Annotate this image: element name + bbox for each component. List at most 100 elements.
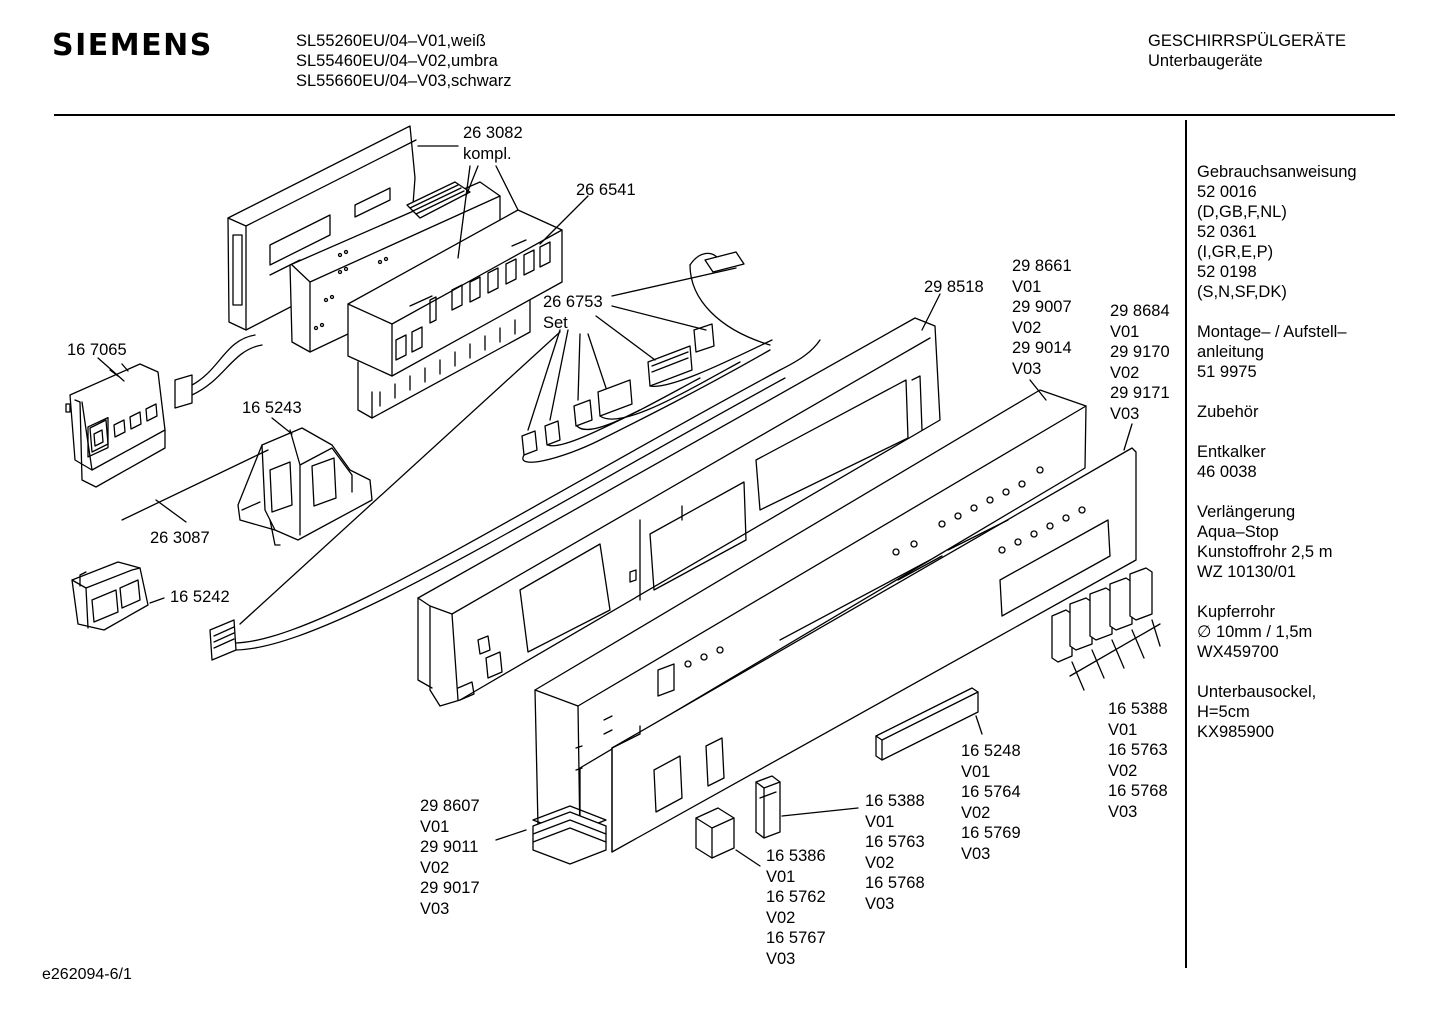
part-number: 26 6753 [543, 293, 603, 311]
part-number: 29 8607 [420, 797, 480, 815]
relay-module [238, 428, 372, 545]
part-number: 16 5248 [961, 742, 1021, 760]
variant-code: V01 [961, 762, 991, 781]
part-number: 16 5388 [865, 792, 925, 810]
variant-code: V03 [766, 949, 796, 968]
label-16-5243: 16 5243 [242, 398, 302, 419]
wire-26-3087 [122, 450, 268, 520]
part-number: 16 5768 [1108, 782, 1168, 800]
variant-code: V01 [420, 817, 450, 836]
part-note: Set [543, 313, 568, 332]
label-29-8684: 29 8684 V01 29 9170 V02 29 9171 V03 [1110, 301, 1170, 424]
part-number: 16 5243 [242, 399, 302, 417]
part-number: 29 8684 [1110, 302, 1170, 320]
start-button [756, 776, 780, 838]
header-divider [54, 114, 1395, 116]
sidebar-line: WX459700 [1197, 643, 1279, 661]
label-26-6541: 26 6541 [576, 180, 636, 201]
part-number: 29 9170 [1110, 343, 1170, 361]
model-list: SL55260EU/04–V01,weiß SL55460EU/04–V02,u… [296, 31, 512, 91]
sidebar-group: Montage– / Aufstell– anleitung 51 9975 [1197, 322, 1357, 382]
part-number: 16 5242 [170, 588, 230, 606]
label-16-7065: 16 7065 [67, 340, 127, 361]
sidebar-line: Aqua–Stop [1197, 523, 1279, 541]
part-number: 16 5763 [1108, 741, 1168, 759]
variant-code: V01 [865, 812, 895, 831]
sidebar-line: KX985900 [1197, 723, 1275, 741]
part-number: 29 8661 [1012, 257, 1072, 275]
leader-line [922, 294, 940, 330]
display-window-strip [876, 688, 978, 760]
variant-code: V03 [420, 899, 450, 918]
label-16-5248: 16 5248 V01 16 5764 V02 16 5769 V03 [961, 741, 1021, 864]
category-title: GESCHIRRSPÜLGERÄTE [1148, 32, 1347, 50]
variant-code: V02 [766, 908, 796, 927]
sidebar-group: Zubehör [1197, 402, 1357, 422]
part-number: 26 3082 [463, 124, 523, 142]
variant-code: V02 [420, 858, 450, 877]
sidebar-line: (D,GB,F,NL) [1197, 203, 1287, 221]
part-number: 16 5386 [766, 847, 826, 865]
sidebar-line: WZ 10130/01 [1197, 563, 1297, 581]
label-29-8607: 29 8607 V01 29 9011 V02 29 9017 V03 [420, 796, 480, 919]
variant-code: V01 [766, 867, 796, 886]
leader-line [1030, 380, 1046, 400]
door-switch [72, 562, 148, 630]
variant-code: V01 [1012, 277, 1042, 296]
variant-code: V02 [961, 803, 991, 822]
sidebar-line: Gebrauchsanweisung [1197, 163, 1357, 181]
front-controller-block [348, 210, 562, 418]
leader-line [240, 332, 560, 624]
sidebar-line: Kunstoffrohr 2,5 m [1197, 543, 1333, 561]
variant-code: V03 [1108, 802, 1138, 821]
part-number: 16 5767 [766, 929, 826, 947]
part-number: 16 5768 [865, 874, 925, 892]
cable-harness-set [522, 252, 772, 462]
sidebar-line: Entkalker [1197, 443, 1266, 461]
keypad-module [66, 364, 165, 487]
model-line: SL55660EU/04–V03,schwarz [296, 72, 512, 90]
cable-connector [175, 375, 192, 408]
category-subtitle: Unterbaugeräte [1148, 52, 1263, 70]
label-16-5388-right: 16 5388 V01 16 5763 V02 16 5768 V03 [1108, 699, 1168, 822]
control-panel-fascia [612, 448, 1136, 852]
label-26-3082: 26 3082 kompl. [463, 123, 523, 164]
sidebar-line: anleitung [1197, 343, 1264, 361]
part-number: 29 8518 [924, 278, 984, 296]
leader-line [458, 166, 518, 258]
model-line: SL55460EU/04–V02,umbra [296, 52, 498, 70]
part-number: 16 7065 [67, 341, 127, 359]
sidebar-line: Kupferrohr [1197, 603, 1275, 621]
part-number: 29 9017 [420, 879, 480, 897]
variant-code: V03 [961, 844, 991, 863]
part-number: 16 5764 [961, 783, 1021, 801]
variant-code: V03 [1012, 359, 1042, 378]
aquastop-cable [236, 378, 785, 650]
leader-line [736, 850, 760, 866]
sidebar-line: Verlängerung [1197, 503, 1296, 521]
category-block: GESCHIRRSPÜLGERÄTE Unterbaugeräte [1148, 31, 1346, 71]
part-number: 29 9007 [1012, 298, 1072, 316]
sidebar-divider [1185, 120, 1187, 968]
ribbon-cable [192, 335, 262, 395]
variant-code: V01 [1108, 720, 1138, 739]
leader-line [98, 358, 124, 381]
part-number: 29 9171 [1110, 384, 1170, 402]
part-number: 16 5762 [766, 888, 826, 906]
part-number: 16 5763 [865, 833, 925, 851]
leader-line [496, 830, 526, 840]
aquastop-cable [236, 340, 820, 643]
leader-line [150, 598, 164, 603]
label-29-8661: 29 8661 V01 29 9007 V02 29 9014 V03 [1012, 256, 1072, 379]
sidebar-line: 51 9975 [1197, 363, 1257, 381]
part-number: 16 5769 [961, 824, 1021, 842]
label-16-5386: 16 5386 V01 16 5762 V02 16 5767 V03 [766, 846, 826, 969]
label-26-3087: 26 3087 [150, 528, 210, 549]
variant-code: V02 [1110, 363, 1140, 382]
variant-code: V03 [865, 894, 895, 913]
variant-code: V03 [1110, 404, 1140, 423]
part-number: 29 9014 [1012, 339, 1072, 357]
sidebar-line: Montage– / Aufstell– [1197, 323, 1347, 341]
